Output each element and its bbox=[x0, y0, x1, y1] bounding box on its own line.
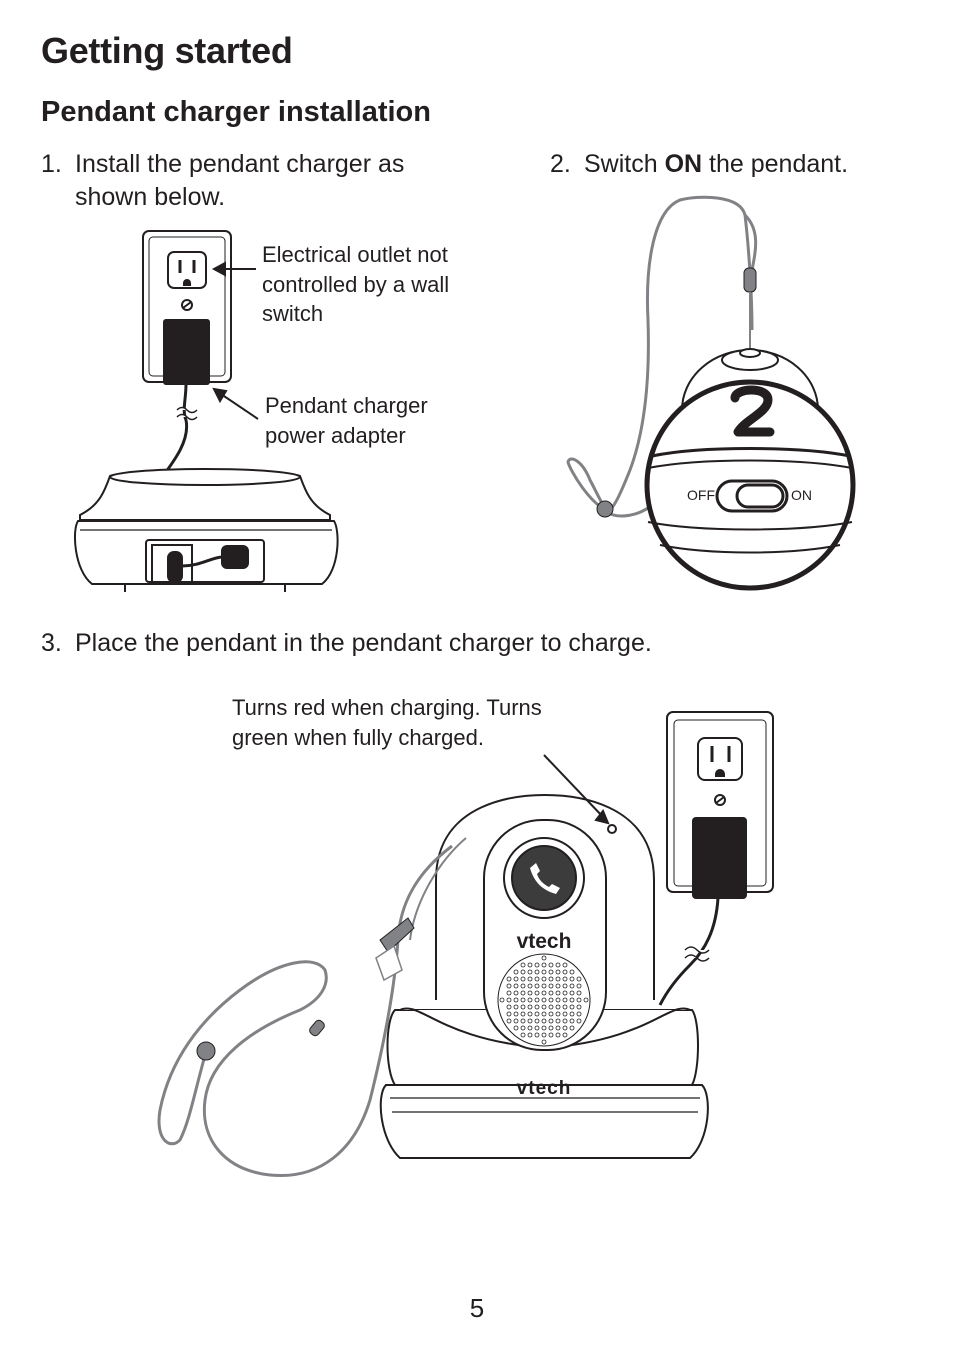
lanyard bbox=[157, 844, 453, 1178]
magnified-switch-view bbox=[644, 379, 856, 591]
outlet-receptacle bbox=[697, 737, 743, 781]
adapter-callout: Pendant charger power adapter bbox=[265, 393, 428, 448]
step-2: 2. Switch ON the pendant. bbox=[550, 148, 910, 184]
charger-base bbox=[79, 470, 331, 521]
step-3: 3. Place the pendant in the pendant char… bbox=[41, 627, 761, 663]
pendant-body bbox=[435, 793, 655, 1000]
switch-off-label: OFF bbox=[687, 487, 715, 503]
status-led bbox=[607, 824, 617, 834]
on-emphasis: ON bbox=[664, 150, 703, 178]
page-title: Getting started bbox=[41, 30, 293, 71]
switch-on-label: ON bbox=[791, 487, 812, 503]
outlet-screw bbox=[714, 794, 726, 806]
power-switch bbox=[715, 479, 789, 513]
charger-rear-port bbox=[145, 539, 265, 583]
step-number: 1. bbox=[41, 150, 62, 178]
step-number: 2. bbox=[550, 150, 571, 178]
charger-cradle bbox=[386, 1009, 699, 1086]
outlet-callout: Electrical outlet not controlled by a wa… bbox=[262, 242, 450, 326]
power-adapter bbox=[692, 817, 747, 899]
outlet-screw bbox=[181, 299, 193, 311]
outlet-receptacle bbox=[167, 251, 207, 289]
pendant-body bbox=[681, 349, 819, 471]
pendant-logo: vtech bbox=[517, 930, 572, 953]
section-title: Pendant charger installation bbox=[41, 96, 431, 128]
wall-outlet-plate bbox=[666, 711, 774, 893]
speaker-grille bbox=[497, 953, 591, 1047]
lanyard bbox=[608, 195, 754, 512]
led-callout: Turns red when charging. Turns green whe… bbox=[232, 695, 542, 750]
charger-logo: vtech bbox=[517, 1078, 572, 1099]
step-text: Install the pendant charger as shown bel… bbox=[75, 150, 405, 211]
step-text: Place the pendant in the pendant charger… bbox=[75, 629, 652, 657]
step-1: 1. Install the pendant charger as shown … bbox=[41, 148, 461, 218]
step-text: Switch ON the pendant. bbox=[584, 150, 849, 178]
speaker-grille-dots bbox=[499, 955, 589, 1045]
page-number: 5 bbox=[469, 1293, 485, 1323]
power-adapter bbox=[163, 319, 210, 385]
wall-outlet-plate bbox=[142, 230, 232, 383]
call-button bbox=[503, 837, 585, 919]
step-number: 3. bbox=[41, 629, 62, 657]
adapter-cord bbox=[658, 897, 720, 1006]
adapter-cord bbox=[130, 383, 233, 569]
